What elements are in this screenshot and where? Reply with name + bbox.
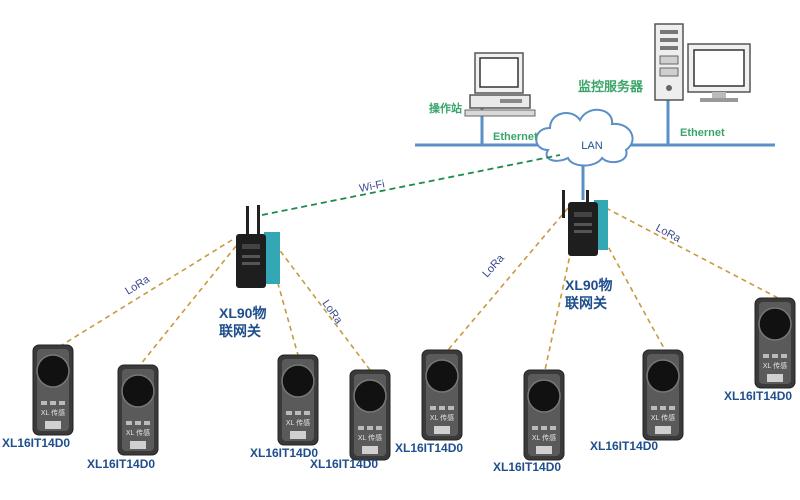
sensor-device-icon: XL 传感 <box>349 369 391 461</box>
sensor-device-icon: XL 传感 <box>421 349 463 441</box>
operator-station-label: 操作站 <box>429 101 462 115</box>
device-face-text: XL 传感 <box>358 433 382 442</box>
ethernet-left-label: Ethernet <box>493 131 538 143</box>
device-model-label: XL16IT14D0 <box>395 441 463 455</box>
sensor-device-icon: XL 传感 <box>117 364 159 456</box>
device-face-text: XL 传感 <box>286 418 310 427</box>
gateway-name-line1: XL90物 <box>565 277 612 293</box>
lora-label: LoRa <box>654 222 684 245</box>
devices-group: XL 传感 XL16IT14D0 XL 传感 XL16IT14D0 XL 传感 XL16I… <box>2 297 796 474</box>
lan-label: LAN <box>581 140 602 152</box>
device-model-label: XL16IT14D0 <box>724 389 792 403</box>
server-icon <box>654 23 684 101</box>
device-model-label: XL16IT14D0 <box>87 457 155 471</box>
device-face-text: XL 传感 <box>430 413 454 422</box>
sensor-device-icon: XL 传感 <box>523 369 565 461</box>
device-model-label: XL16IT14D0 <box>310 457 378 471</box>
sensor-device-icon: XL 传感 <box>277 354 319 446</box>
device-face-text: XL 传感 <box>126 428 150 437</box>
lan-cloud-icon: LAN <box>535 109 634 167</box>
device-model-label: XL16IT14D0 <box>493 460 561 474</box>
wifi-link-line <box>261 154 561 216</box>
server-monitor-icon <box>687 43 751 102</box>
device-model-label: XL16IT14D0 <box>590 439 658 453</box>
gateway-name-line1: XL90物 <box>219 305 266 321</box>
device-model-label: XL16IT14D0 <box>250 446 318 460</box>
device-face-text: XL 传感 <box>532 433 556 442</box>
sensor-device-icon: XL 传感 <box>642 349 684 441</box>
gateway-name-line2: 联网关 <box>565 295 607 311</box>
gateway-icon <box>236 205 280 288</box>
device-face-text: XL 传感 <box>651 413 675 422</box>
sensor-device-icon: XL 传感 <box>32 344 74 436</box>
sensor-device-icon: XL 传感 <box>754 297 796 389</box>
device-face-text: XL 传感 <box>41 408 65 417</box>
lora-link <box>447 207 569 351</box>
lora-label: LoRa <box>320 298 345 327</box>
wifi-label: Wi-Fi <box>358 178 385 195</box>
lora-link <box>61 239 233 346</box>
lora-links <box>61 207 779 371</box>
lora-link <box>139 245 237 366</box>
gateway-name-line2: 联网关 <box>219 323 261 339</box>
device-model-label: XL16IT14D0 <box>2 436 70 450</box>
operator-pc-icon <box>464 52 536 117</box>
monitor-server-label: 监控服务器 <box>578 79 644 94</box>
lora-link <box>599 231 666 351</box>
lora-label: LoRa <box>480 252 507 280</box>
lora-label: LoRa <box>123 273 152 298</box>
ethernet-right-label: Ethernet <box>680 127 725 139</box>
lora-link <box>544 231 576 371</box>
device-face-text: XL 传感 <box>763 361 787 370</box>
gateway-icon <box>562 190 608 256</box>
lora-link <box>605 207 779 299</box>
